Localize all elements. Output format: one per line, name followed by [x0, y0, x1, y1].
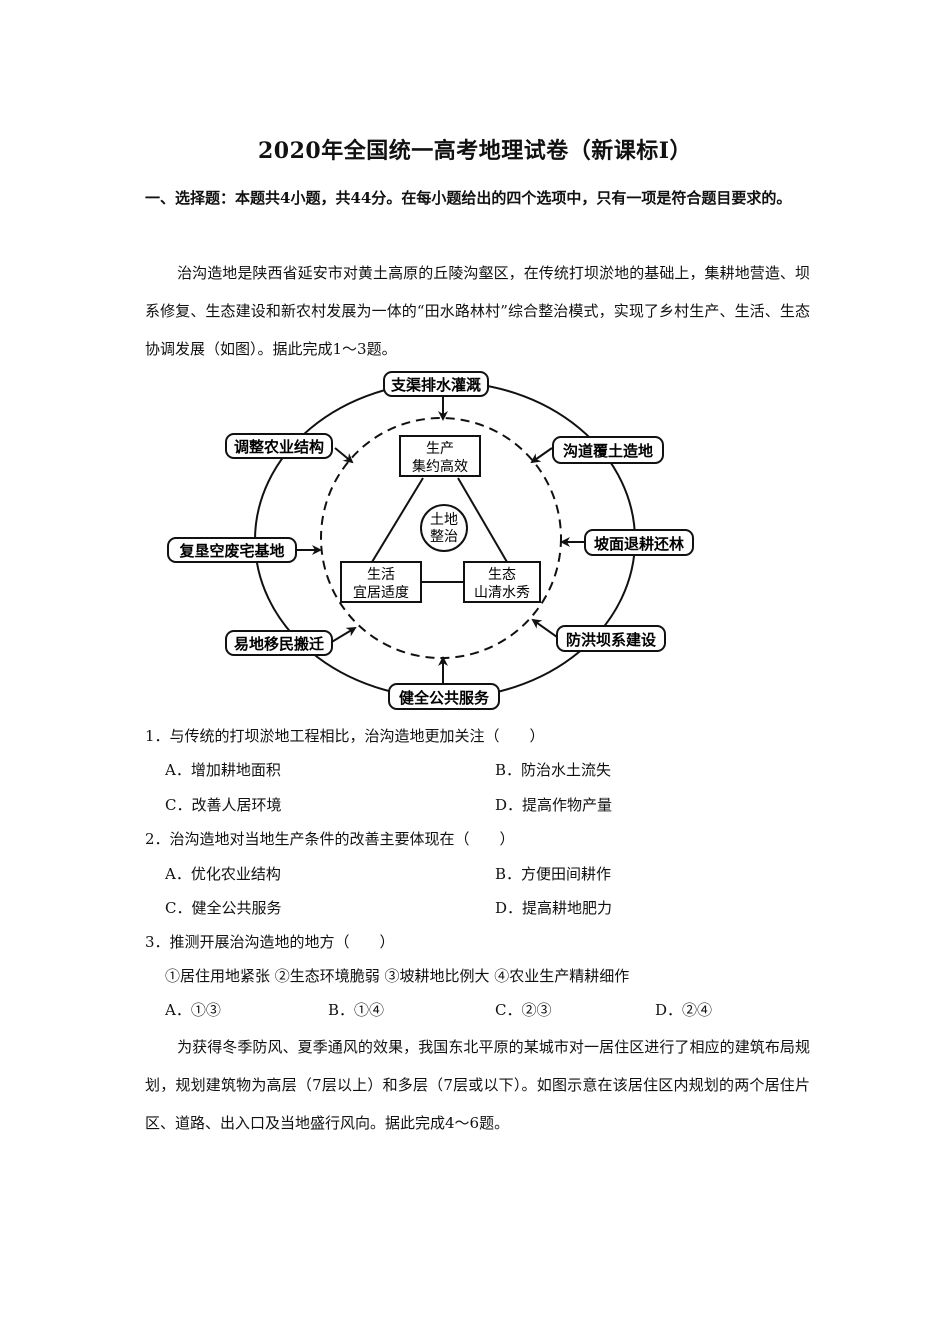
svg-text:生产: 生产: [426, 441, 454, 457]
svg-text:生态: 生态: [488, 567, 516, 583]
svg-text:支渠排水灌溉: 支渠排水灌溉: [390, 376, 481, 394]
q2-option-d[interactable]: D．提高耕地肥力: [495, 899, 613, 917]
question-1-stem: 1．与传统的打坝淤地工程相比，治沟造地更加关注（ ）: [145, 727, 545, 745]
svg-text:健全公共服务: 健全公共服务: [399, 689, 490, 707]
question-2-stem: 2．治沟造地对当地生产条件的改善主要体现在（ ）: [145, 830, 515, 848]
svg-text:复垦空废宅基地: 复垦空废宅基地: [178, 542, 284, 560]
outer-box-right: 坡面退耕还林: [584, 529, 694, 556]
svg-text:调整农业结构: 调整农业结构: [234, 438, 324, 456]
outer-box-top: 支渠排水灌溉: [383, 371, 489, 397]
outer-box-upper-right: 沟道覆土造地: [552, 436, 664, 464]
outer-box-upper-left: 调整农业结构: [225, 433, 333, 459]
q3-statements: ①居住用地紧张 ②生态环境脆弱 ③坡耕地比例大 ④农业生产精耕细作: [165, 967, 630, 985]
q3-option-d[interactable]: D．②④: [655, 1001, 713, 1019]
inner-box-production: 生产 集约高效: [399, 435, 481, 477]
q1-option-a[interactable]: A．增加耕地面积: [165, 761, 281, 779]
outer-box-lower-right: 防洪坝系建设: [556, 625, 666, 652]
center-label-1: 土地: [430, 512, 458, 528]
q2-option-a[interactable]: A．优化农业结构: [165, 865, 281, 883]
center-label-2: 整治: [430, 529, 458, 545]
outer-box-bottom: 健全公共服务: [388, 683, 500, 710]
svg-text:沟道覆土造地: 沟道覆土造地: [563, 442, 653, 460]
svg-text:宜居适度: 宜居适度: [353, 585, 409, 601]
q3-option-a[interactable]: A．①③: [165, 1001, 221, 1019]
q1-option-c[interactable]: C．改善人居环境: [165, 796, 282, 814]
inner-box-living: 生活 宜居适度: [340, 561, 422, 603]
svg-text:坡面退耕还林: 坡面退耕还林: [594, 535, 685, 553]
svg-text:集约高效: 集约高效: [412, 458, 468, 475]
q3-option-c[interactable]: C．②③: [495, 1001, 552, 1019]
intro-text-1: 治沟造地是陕西省延安市对黄土高原的丘陵沟壑区，在传统打坝淤地的基础上，集耕地营造…: [145, 264, 810, 358]
intro-paragraph-1: 治沟造地是陕西省延安市对黄土高原的丘陵沟壑区，在传统打坝淤地的基础上，集耕地营造…: [145, 254, 810, 368]
section-header: 一、选择题：本题共4小题，共44分。在每小题给出的四个选项中，只有一项是符合题目…: [145, 189, 792, 207]
page-title: 2020年全国统一高考地理试卷（新课标Ⅰ）: [257, 138, 693, 164]
outer-box-lower-left: 易地移民搬迁: [225, 630, 333, 656]
outer-box-left: 复垦空废宅基地: [167, 537, 297, 563]
q3-option-b[interactable]: B．①④: [328, 1001, 385, 1019]
svg-text:易地移民搬迁: 易地移民搬迁: [234, 635, 324, 653]
question-3-stem: 3．推测开展治沟造地的地方（ ）: [145, 933, 395, 951]
q1-option-b[interactable]: B．防治水土流失: [495, 761, 612, 779]
center-circle: [420, 504, 468, 552]
svg-text:山清水秀: 山清水秀: [474, 585, 530, 601]
intro-text-2: 为获得冬季防风、夏季通风的效果，我国东北平原的某城市对一居住区进行了相应的建筑布…: [145, 1038, 810, 1132]
svg-text:防洪坝系建设: 防洪坝系建设: [566, 631, 656, 649]
q2-option-c[interactable]: C．健全公共服务: [165, 899, 282, 917]
q1-option-d[interactable]: D．提高作物产量: [495, 796, 613, 814]
land-consolidation-diagram: 生产 集约高效 土地 整治 生活 宜居适度 生态 山清水秀 支渠排水灌溉 调整农…: [167, 371, 694, 710]
intro-paragraph-2: 为获得冬季防风、夏季通风的效果，我国东北平原的某城市对一居住区进行了相应的建筑布…: [145, 1028, 810, 1142]
inner-box-ecology: 生态 山清水秀: [463, 561, 541, 603]
svg-text:生活: 生活: [367, 567, 395, 583]
q2-option-b[interactable]: B．方便田间耕作: [495, 865, 612, 883]
